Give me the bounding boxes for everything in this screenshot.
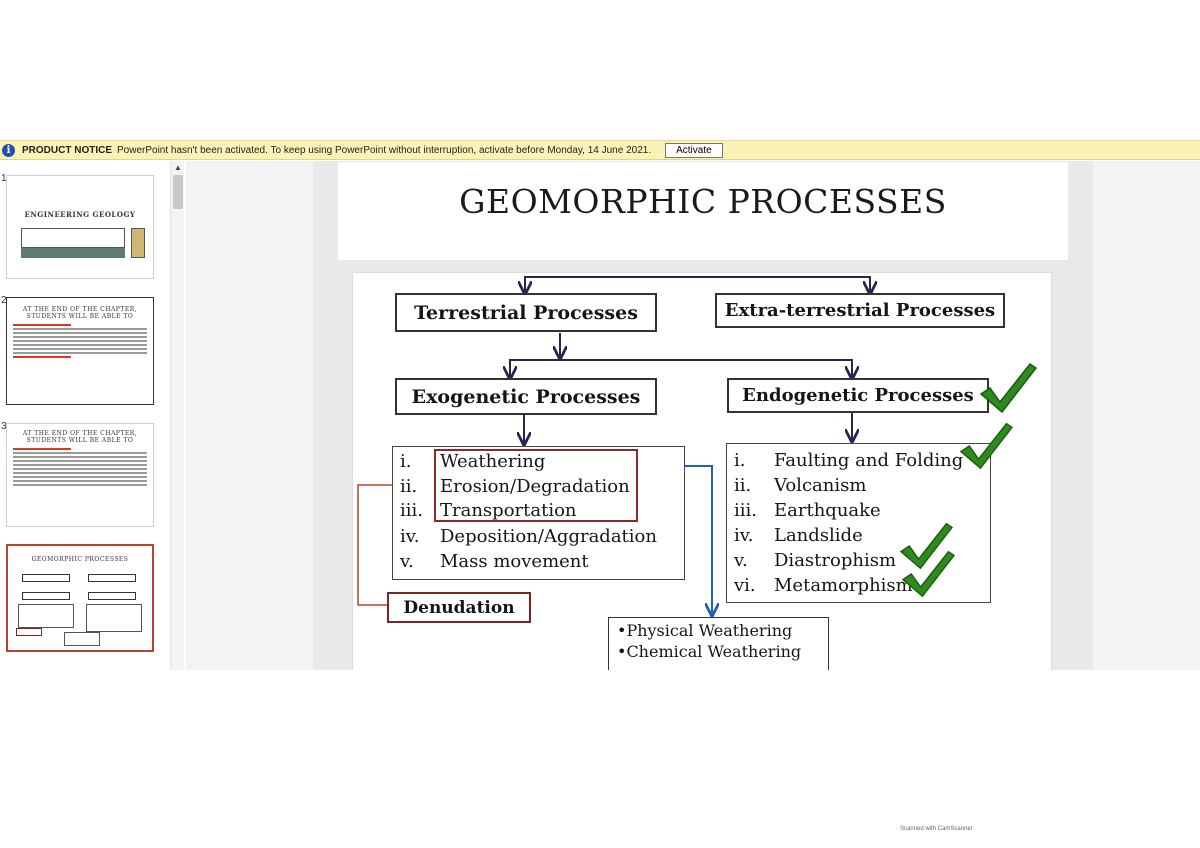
endogenetic-list	[726, 443, 991, 603]
scroll-up-icon[interactable]: ▲	[174, 163, 182, 172]
list-item: iii.Earthquake	[734, 500, 881, 521]
thumbnail-number: 2	[1, 295, 7, 306]
list-item: v.Diastrophism	[734, 550, 897, 571]
thumbnail-title: ENGINEERING GEOLOGY	[24, 210, 136, 219]
notice-message: PowerPoint hasn't been activated. To kee…	[117, 144, 652, 156]
weathering-types-box: •Physical Weathering •Chemical Weatherin…	[608, 617, 829, 670]
scanner-watermark: Scanned with CamScanner	[900, 826, 973, 832]
thumbnail-title: AT THE END OF THE CHAPTER, STUDENTS WILL…	[22, 430, 138, 444]
slide-title: GEOMORPHIC PROCESSES	[459, 182, 947, 221]
product-notice-bar: i PRODUCT NOTICE PowerPoint hasn't been …	[0, 140, 1200, 160]
thumbnail-number: 1	[1, 173, 7, 184]
activate-button[interactable]: Activate	[665, 142, 723, 158]
list-item: v.Mass movement	[400, 551, 589, 572]
list-item: iv.Deposition/Aggradation	[400, 526, 657, 547]
thumbnail-title: AT THE END OF THE CHAPTER, STUDENTS WILL…	[22, 306, 138, 320]
thumbnail-title: GEOMORPHIC PROCESSES	[31, 556, 129, 563]
slide-thumbnail-1[interactable]: ENGINEERING GEOLOGY	[6, 175, 154, 279]
scrollbar-thumb[interactable]	[173, 175, 183, 209]
checkmark-icon	[901, 550, 956, 598]
thumbnail-number: 3	[1, 421, 7, 432]
title-panel	[338, 162, 1068, 260]
denudation-group-outline	[434, 449, 638, 522]
terrestrial-processes-box: Terrestrial Processes	[395, 293, 657, 332]
slide-thumbnail-4[interactable]: GEOMORPHIC PROCESSES	[6, 544, 154, 652]
list-item: vi.Metamorphism	[734, 575, 913, 596]
list-item: i.Weathering	[400, 451, 546, 472]
info-icon: i	[2, 143, 15, 157]
list-item: i.Faulting and Folding	[734, 450, 964, 471]
list-item: iv.Landslide	[734, 525, 863, 546]
extraterrestrial-processes-box: Extra-terrestrial Processes	[715, 293, 1005, 328]
weathering-type: •Chemical Weathering	[617, 642, 802, 661]
slide-thumbnail-2[interactable]: AT THE END OF THE CHAPTER, STUDENTS WILL…	[6, 297, 154, 405]
slide-thumbnail-3[interactable]: AT THE END OF THE CHAPTER, STUDENTS WILL…	[6, 423, 154, 527]
weathering-type: •Physical Weathering	[617, 621, 793, 640]
checkmark-icon	[979, 362, 1038, 414]
list-item: ii.Volcanism	[734, 475, 867, 496]
checkmark-icon	[959, 422, 1014, 470]
denudation-box: Denudation	[387, 592, 531, 623]
thumbnail-scrollbar[interactable]: ▲	[170, 161, 184, 670]
exogenetic-processes-box: Exogenetic Processes	[395, 378, 657, 415]
slide-thumbnail-pane: 1 ENGINEERING GEOLOGY 2 AT THE END OF TH…	[0, 161, 186, 670]
endogenetic-processes-box: Endogenetic Processes	[727, 378, 989, 413]
notice-title: PRODUCT NOTICE	[22, 144, 112, 156]
checkmark-icon	[899, 522, 954, 570]
list-item: ii.Erosion/Degradation	[400, 476, 630, 497]
list-item: iii.Transportation	[400, 500, 577, 521]
